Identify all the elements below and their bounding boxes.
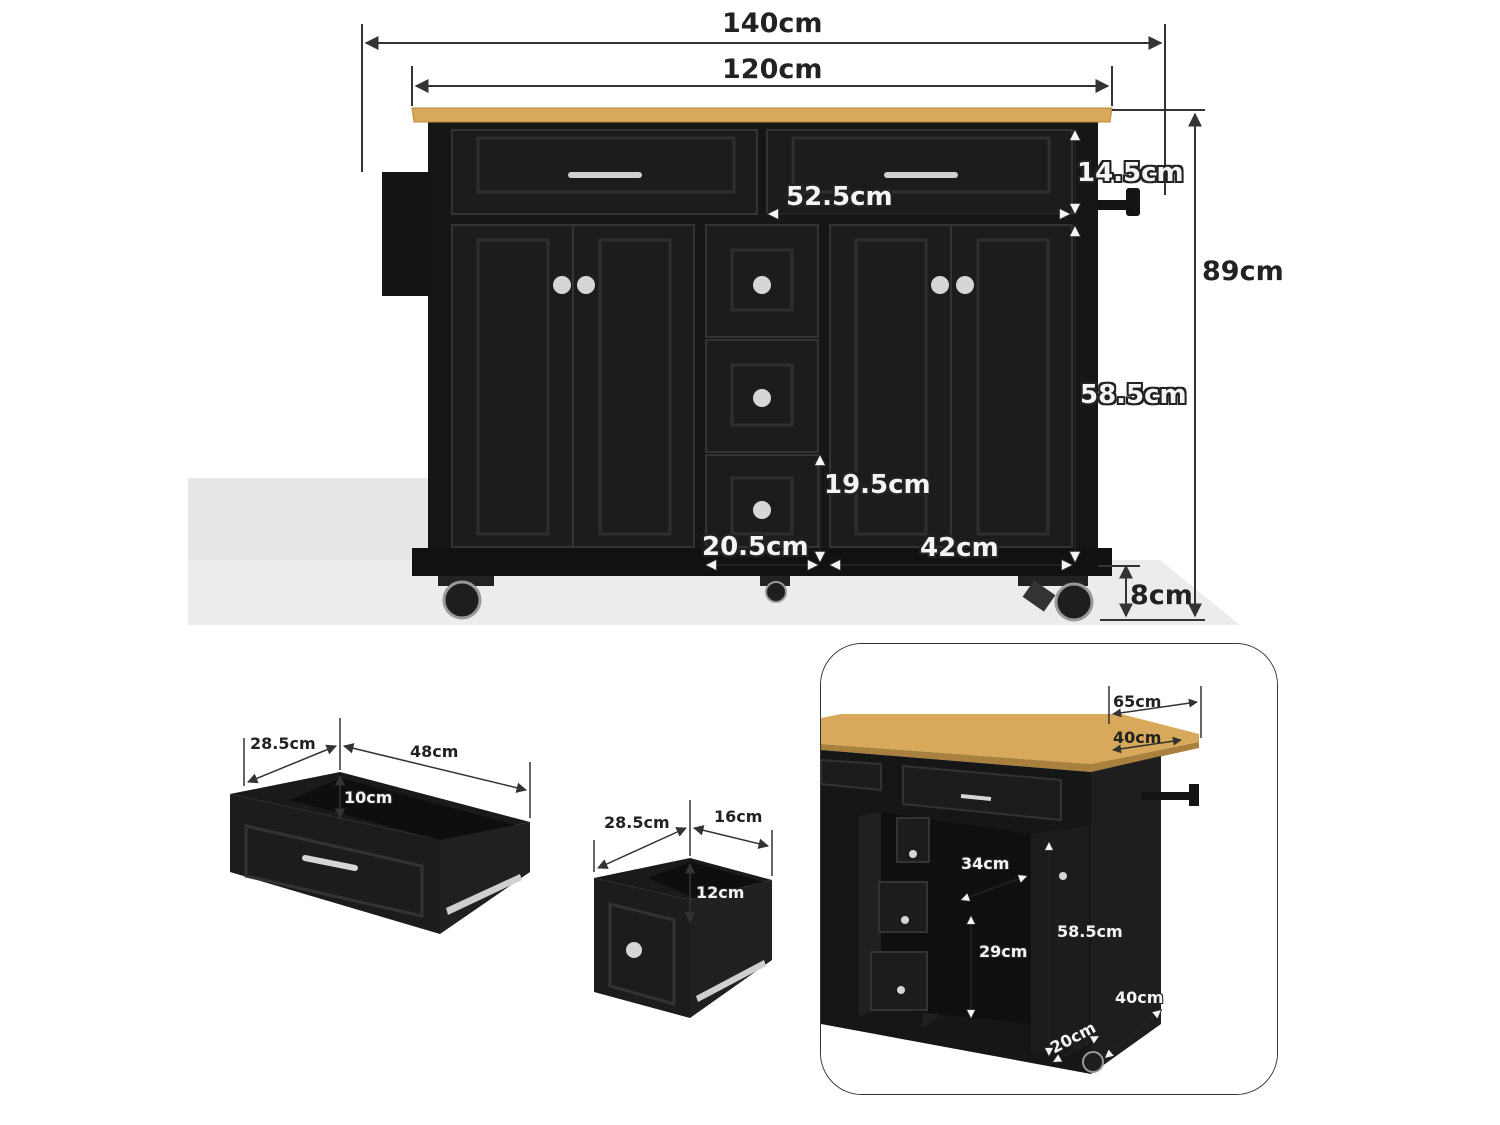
label-wheel-height: 8cm xyxy=(1130,580,1193,611)
label-shelf-depth: 34cm xyxy=(961,854,1010,873)
caster-wheel-right xyxy=(1018,576,1094,622)
label-cabinet-depth: 40cm xyxy=(1113,728,1162,747)
small-drawer-2 xyxy=(705,339,819,453)
label-small-drawer-box-width: 16cm xyxy=(714,807,763,826)
large-drawer-drawing xyxy=(230,772,530,934)
left-door-1 xyxy=(451,224,574,548)
towel-bar xyxy=(1098,200,1132,210)
wood-countertop xyxy=(411,107,1113,123)
label-drawer-height: 14.5cm xyxy=(1077,158,1184,188)
small-drawer-3 xyxy=(705,454,819,548)
label-small-drawer-height: 19.5cm xyxy=(824,470,931,500)
label-drawer-width: 52.5cm xyxy=(786,182,893,212)
label-side-depth: 40cm xyxy=(1115,988,1164,1007)
knob xyxy=(577,276,595,294)
small-drawer-drawing xyxy=(594,858,772,1018)
label-inner-height: 29cm xyxy=(979,942,1028,961)
drawer-handle-left xyxy=(568,172,642,178)
label-small-drawer-box-height: 12cm xyxy=(696,883,745,902)
label-total-height: 89cm xyxy=(1202,256,1284,287)
caster-wheel-left xyxy=(438,576,494,620)
label-overall-width: 140cm xyxy=(722,8,823,39)
right-door-2 xyxy=(950,224,1073,548)
label-large-drawer-depth: 28.5cm xyxy=(250,734,316,753)
knob xyxy=(553,276,571,294)
label-small-drawer-width: 20.5cm xyxy=(702,532,809,562)
label-top-width: 120cm xyxy=(722,54,823,85)
label-side-height: 58.5cm xyxy=(1057,922,1123,941)
caster-wheel-middle xyxy=(760,576,790,603)
label-cabinet-height: 58.5cm xyxy=(1080,380,1187,410)
label-large-drawer-width: 48cm xyxy=(410,742,459,761)
label-large-drawer-height: 10cm xyxy=(344,788,393,807)
detail-view-panel: 65cm 40cm 34cm 29cm 58.5cm 40cm 20cm xyxy=(820,643,1278,1095)
detail-view-drawing xyxy=(821,644,1277,1094)
right-door-1 xyxy=(829,224,952,548)
label-small-drawer-depth: 28.5cm xyxy=(604,813,670,832)
spice-rack xyxy=(382,172,432,296)
label-door-width: 42cm xyxy=(920,533,999,563)
drawer-handle-right xyxy=(884,172,958,178)
left-door-2 xyxy=(572,224,695,548)
dimension-lines xyxy=(361,24,1205,621)
label-top-depth: 65cm xyxy=(1113,692,1162,711)
